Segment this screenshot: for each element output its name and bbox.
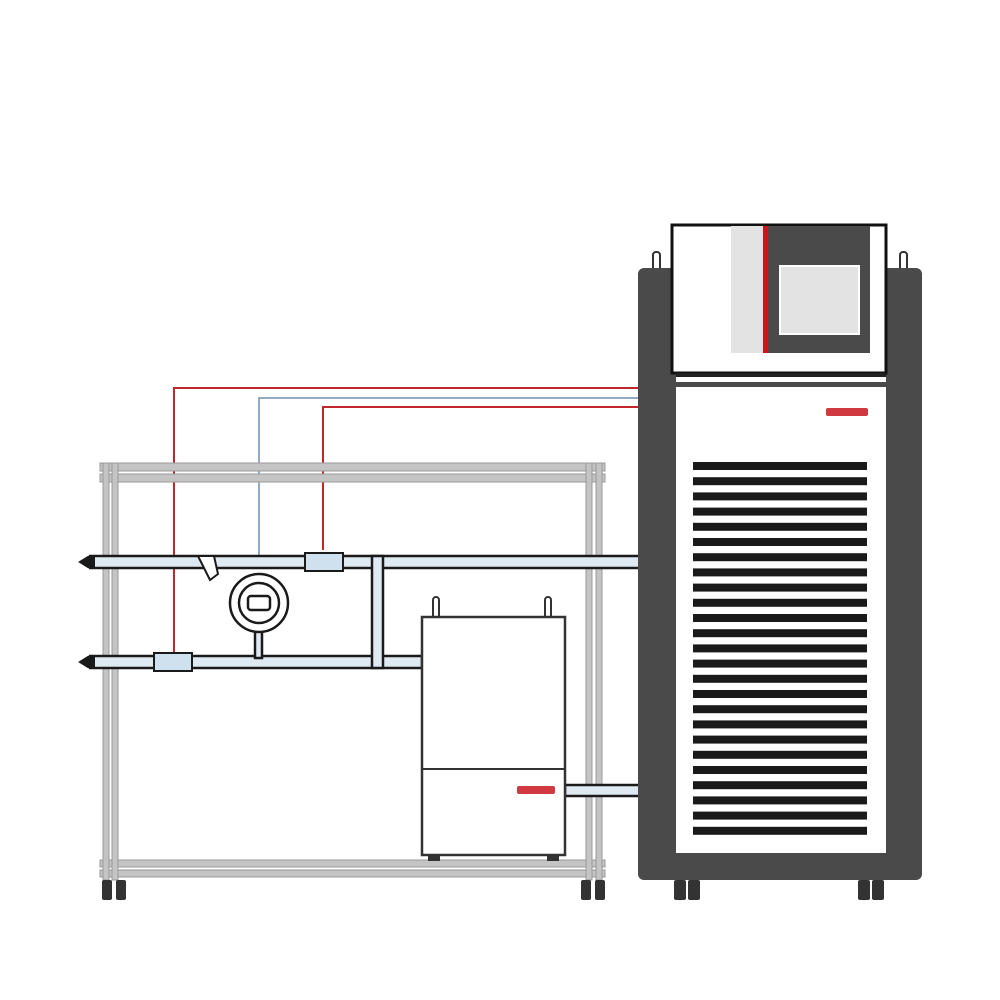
- red-cable-2: [322, 406, 638, 550]
- louver-slat: [693, 598, 867, 607]
- small-unit: [420, 596, 567, 861]
- louver-slat: [693, 507, 867, 516]
- louver-slat: [693, 781, 867, 790]
- louver-slat: [693, 538, 867, 546]
- louver-slat: [693, 583, 867, 592]
- louver-slat: [693, 477, 867, 486]
- louver-slat: [693, 735, 867, 744]
- unit-feet: [674, 880, 884, 900]
- louver-slat: [693, 553, 867, 562]
- louver-slat: [693, 811, 867, 820]
- louver-slat: [693, 492, 867, 501]
- louver-slat: [693, 826, 867, 835]
- return-pipe: [563, 783, 642, 798]
- pressure-gauge: [228, 572, 290, 634]
- louver-slat: [693, 690, 867, 698]
- pipe-fittings: [78, 552, 344, 672]
- louver-slat: [693, 568, 867, 577]
- louver-slat: [693, 644, 867, 653]
- louver-slat: [693, 522, 867, 531]
- display-screen: [779, 265, 860, 335]
- louver-slat: [693, 674, 867, 683]
- bypass-pipe: [370, 554, 385, 670]
- small-unit-logo: [517, 786, 555, 794]
- blue-cable: [258, 397, 638, 556]
- louver-slat: [693, 614, 867, 622]
- frame-wheels: [102, 880, 605, 900]
- louver-slat: [693, 659, 867, 668]
- louver-slat: [693, 705, 867, 714]
- louver-slat: [693, 750, 867, 759]
- ventilation-louvers: [693, 462, 867, 835]
- louver-slat: [693, 766, 867, 774]
- louver-slat: [693, 796, 867, 805]
- louver-slat: [693, 629, 867, 638]
- upper-pipe: [88, 554, 642, 570]
- large-thermostat-unit: [638, 223, 922, 900]
- large-unit-logo: [826, 408, 868, 416]
- louver-slat: [693, 720, 867, 729]
- louver-slat: [693, 462, 867, 470]
